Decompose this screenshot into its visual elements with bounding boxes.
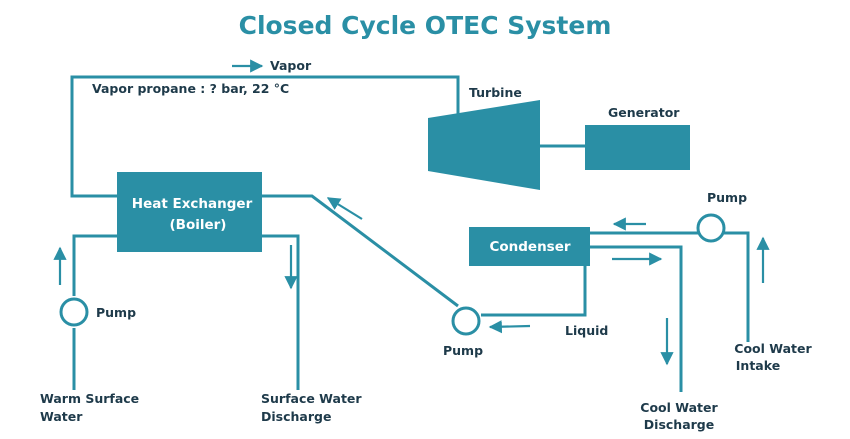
turbine-label: Turbine	[469, 85, 522, 100]
liquid-arrow	[488, 320, 531, 334]
vapor-label: Vapor	[270, 58, 312, 73]
liquid-return-pipe	[262, 194, 459, 308]
pump-right-icon	[696, 213, 726, 243]
cool-water-discharge-pipe	[590, 245, 683, 392]
vapor-propane-label: Vapor propane : ? bar, 22 °C	[92, 81, 289, 96]
turbine	[428, 100, 540, 190]
cool-discharge-label: Cool Water	[640, 400, 718, 415]
condenser-label: Condenser	[489, 239, 570, 255]
pump-right-label: Pump	[707, 190, 747, 205]
generator	[585, 125, 690, 170]
warm-water-pipe-upper	[72, 234, 118, 296]
liquid-diagonal-arrow	[326, 197, 363, 220]
flow-arrows	[53, 59, 770, 366]
surface-discharge-sublabel: Discharge	[261, 409, 331, 424]
surface-discharge-label: Surface Water	[261, 391, 362, 406]
pump-left-icon	[59, 297, 89, 327]
warm-surface-sublabel: Water	[40, 409, 83, 424]
generator-label: Generator	[608, 105, 680, 120]
pump-middle-label: Pump	[443, 343, 483, 358]
heat-exchanger-label: Heat Exchanger	[132, 196, 253, 212]
warm-surface-label: Warm Surface	[40, 391, 139, 406]
cool-intake-sublabel: Intake	[736, 358, 780, 373]
heat-exchanger: Heat Exchanger (Boiler)	[117, 172, 262, 252]
condenser: Condenser	[469, 227, 590, 266]
pipes	[70, 75, 750, 392]
diagram-title: Closed Cycle OTEC System	[239, 11, 612, 40]
condenser-liquid-pipe	[481, 264, 587, 317]
cool-water-intake-pipe	[724, 231, 750, 342]
pump-middle-icon	[451, 306, 481, 336]
heat-exchanger-sublabel: (Boiler)	[170, 217, 227, 233]
surface-discharge-pipe	[262, 234, 300, 390]
pump-left-label: Pump	[96, 305, 136, 320]
liquid-label: Liquid	[565, 323, 608, 338]
cool-discharge-sublabel: Discharge	[644, 417, 714, 432]
vapor-pipe	[70, 75, 460, 198]
cool-intake-label: Cool Water	[734, 341, 812, 356]
